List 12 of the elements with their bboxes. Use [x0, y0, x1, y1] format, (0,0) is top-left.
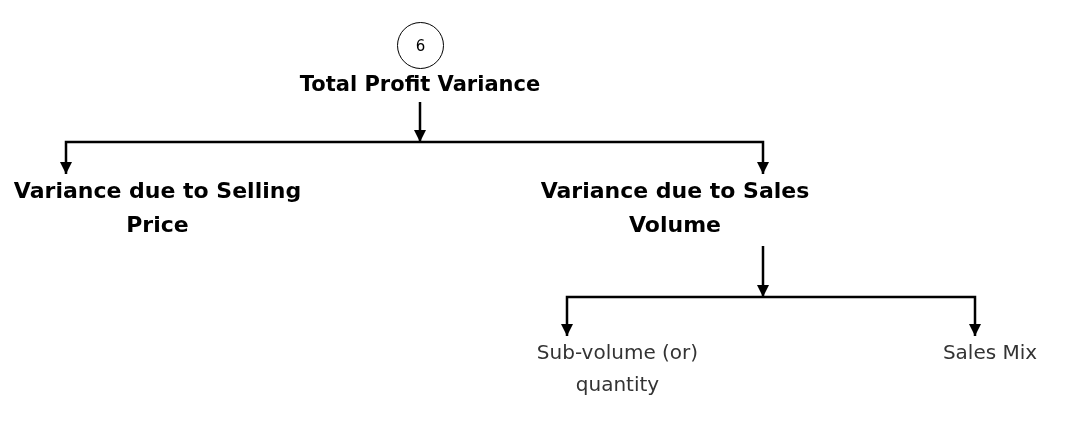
arrow: [560, 295, 763, 336]
node-label: Variance due to Sales Volume: [540, 177, 810, 240]
arrow: [763, 295, 982, 336]
node-label: Sub-volume (or) quantity: [535, 339, 700, 398]
step-number: 6: [415, 36, 426, 55]
heading-label: Total Profit Variance: [299, 72, 541, 98]
node-label: Variance due to Selling Price: [12, 177, 303, 240]
arrow: [756, 246, 770, 297]
arrow: [59, 140, 420, 174]
node-label: Sales Mix: [942, 339, 1038, 366]
arrow: [420, 140, 770, 174]
arrow: [413, 102, 427, 142]
